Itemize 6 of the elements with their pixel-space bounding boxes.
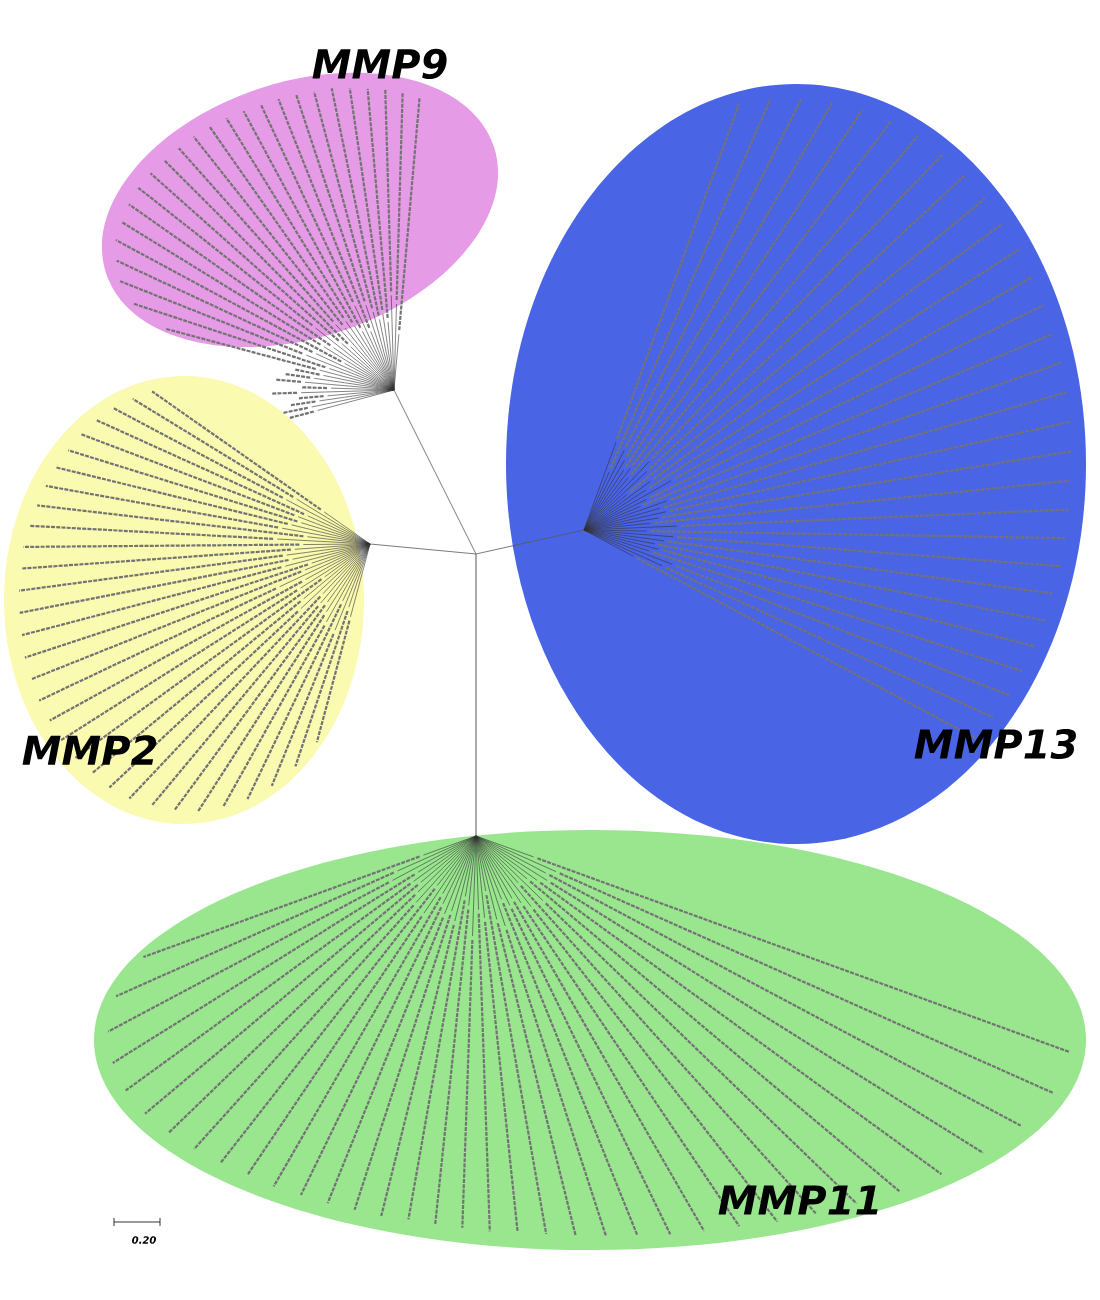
clade-label: MMP11 <box>718 1185 878 1215</box>
clade-label: MMP9 <box>312 48 447 80</box>
clade-label: MMP2 <box>22 735 157 765</box>
clade-ellipse <box>506 84 1086 844</box>
clade-ellipse <box>4 376 364 824</box>
clade-ellipse <box>94 830 1086 1250</box>
